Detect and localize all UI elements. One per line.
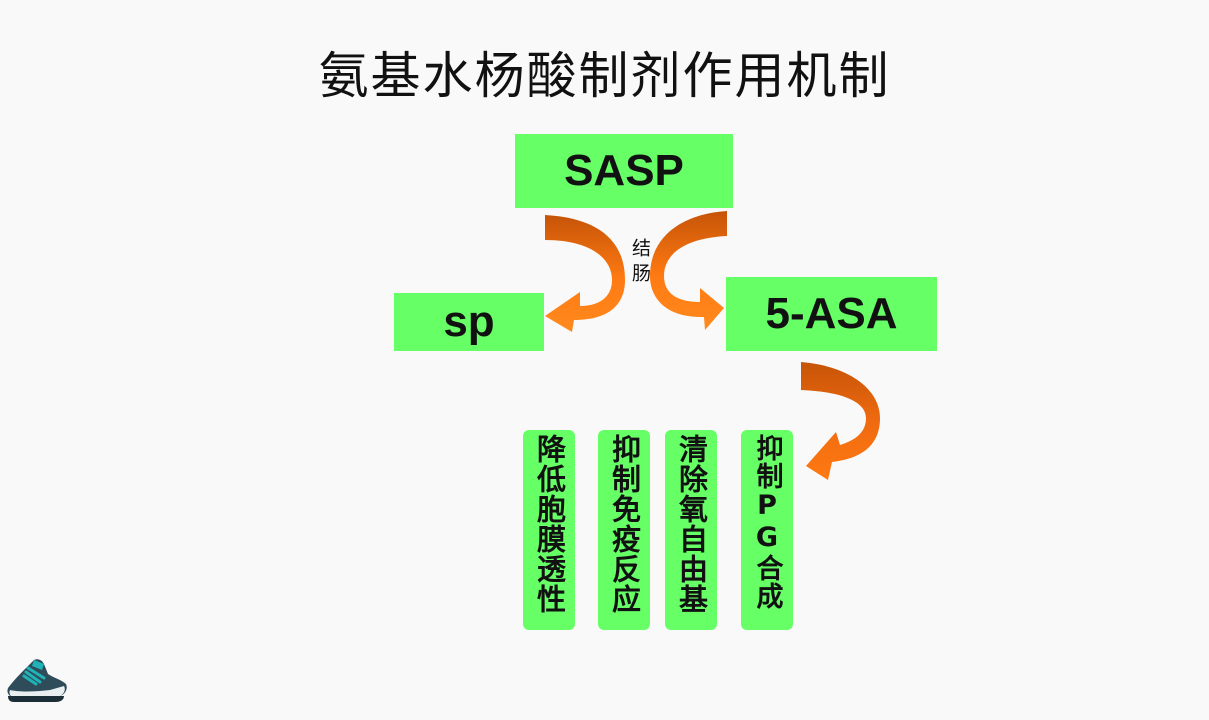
arrow-sasp-to-sp bbox=[545, 215, 625, 332]
effect-box: 清除氧自由基 bbox=[665, 430, 717, 630]
node-sasp-label: SASP bbox=[564, 146, 684, 195]
sneaker-icon bbox=[7, 659, 67, 702]
colon-label: 结肠 bbox=[629, 238, 651, 288]
effect-label: 清除氧自由基 bbox=[674, 434, 709, 614]
effect-box: 降低胞膜透性 bbox=[523, 430, 575, 630]
node-5asa-label: 5-ASA bbox=[765, 289, 898, 338]
page-title: 氨基水杨酸制剂作用机制 bbox=[318, 47, 891, 105]
arrow-5asa-to-effects bbox=[801, 362, 880, 480]
node-sasp: SASP bbox=[515, 134, 733, 208]
effect-label: 抑制免疫反应 bbox=[607, 434, 642, 614]
node-5asa: 5-ASA bbox=[726, 277, 937, 351]
effect-label: 抑制PG合成 bbox=[751, 434, 783, 610]
node-sp: sp bbox=[394, 293, 544, 351]
arrow-sasp-to-5asa bbox=[650, 211, 727, 330]
effect-label: 降低胞膜透性 bbox=[532, 434, 567, 614]
effect-box: 抑制PG合成 bbox=[741, 430, 793, 630]
node-sp-label: sp bbox=[443, 297, 495, 346]
effect-box: 抑制免疫反应 bbox=[598, 430, 650, 630]
